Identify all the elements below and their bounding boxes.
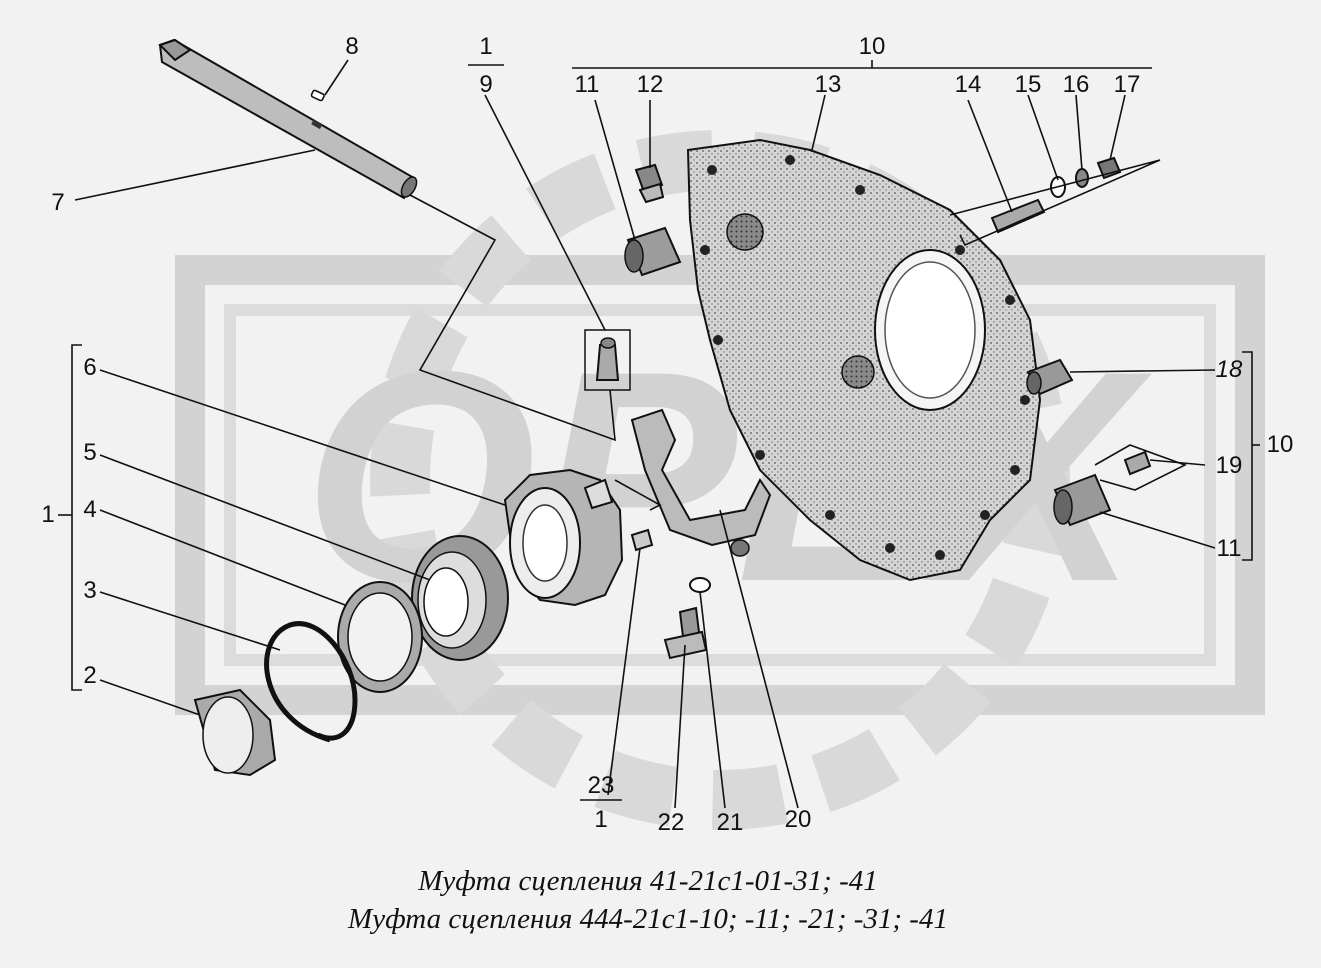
label-20: 20 [785,806,812,833]
plug-part-18 [1026,358,1074,396]
watermark-gear [370,130,1070,830]
label-16: 16 [1063,71,1090,98]
label-4: 4 [83,496,96,523]
label-13: 13 [815,71,842,98]
fork-part-20 [630,408,772,557]
caption-line-1: Муфта сцепления 41-21с1-01-31; -41 [417,865,878,897]
key-part-8 [310,89,325,102]
label-11-right: 11 [1217,535,1242,562]
label-11-top: 11 [575,71,600,98]
stud-part-19 [1123,450,1152,476]
grease-fitting-part-9 [595,337,620,381]
label-22: 22 [658,809,685,836]
leader-lines [58,59,1260,809]
label-1-left: 1 [41,501,54,528]
release-bearing-housing-part-6 [503,468,624,607]
label-5: 5 [83,439,96,466]
nut-part-17 [1096,156,1122,180]
label-10-top: 10 [859,33,886,60]
lock-washer-part-16 [1075,168,1089,188]
label-1-bottom: 1 [594,806,607,833]
seal-part-4 [337,581,423,693]
bearing-part-5 [411,535,509,661]
label-7: 7 [51,189,64,216]
snap-ring-part-3 [264,621,358,743]
callout-frame-19 [1094,444,1188,491]
label-3: 3 [83,577,96,604]
label-23: 23 [588,772,615,799]
label-15: 15 [1015,71,1042,98]
label-1-top: 1 [479,33,492,60]
pin-part-23 [630,528,654,552]
shaft-part-7 [158,38,418,200]
label-21: 21 [717,809,744,836]
washer-part-21 [689,577,711,593]
caption-line-2: Муфта сцепления 444-21с1-10; -11; -21; -… [347,903,948,935]
label-12: 12 [637,71,664,98]
bolt-part-22 [663,606,708,660]
label-2: 2 [83,662,96,689]
bushing-part-11-right [1053,473,1112,527]
label-14: 14 [955,71,982,98]
stud-part-14 [990,198,1046,234]
housing-part-13 [686,138,1042,582]
sleeve-part-2 [193,688,277,777]
label-10-right: 10 [1267,431,1294,458]
plug-part-12 [634,163,665,204]
label-6: 6 [83,354,96,381]
bushing-part-11-top [624,226,682,277]
label-17: 17 [1114,71,1141,98]
label-8: 8 [345,33,358,60]
part-labels: 1 9 1 1 23 2 3 4 5 6 7 8 10 10 11 11 12 … [41,33,1293,836]
callout-frame-14-17 [949,159,1161,247]
label-9: 9 [479,71,492,98]
label-18: 18 [1216,356,1243,383]
label-19: 19 [1216,452,1243,479]
grease-fitting-callout-box [584,329,631,391]
